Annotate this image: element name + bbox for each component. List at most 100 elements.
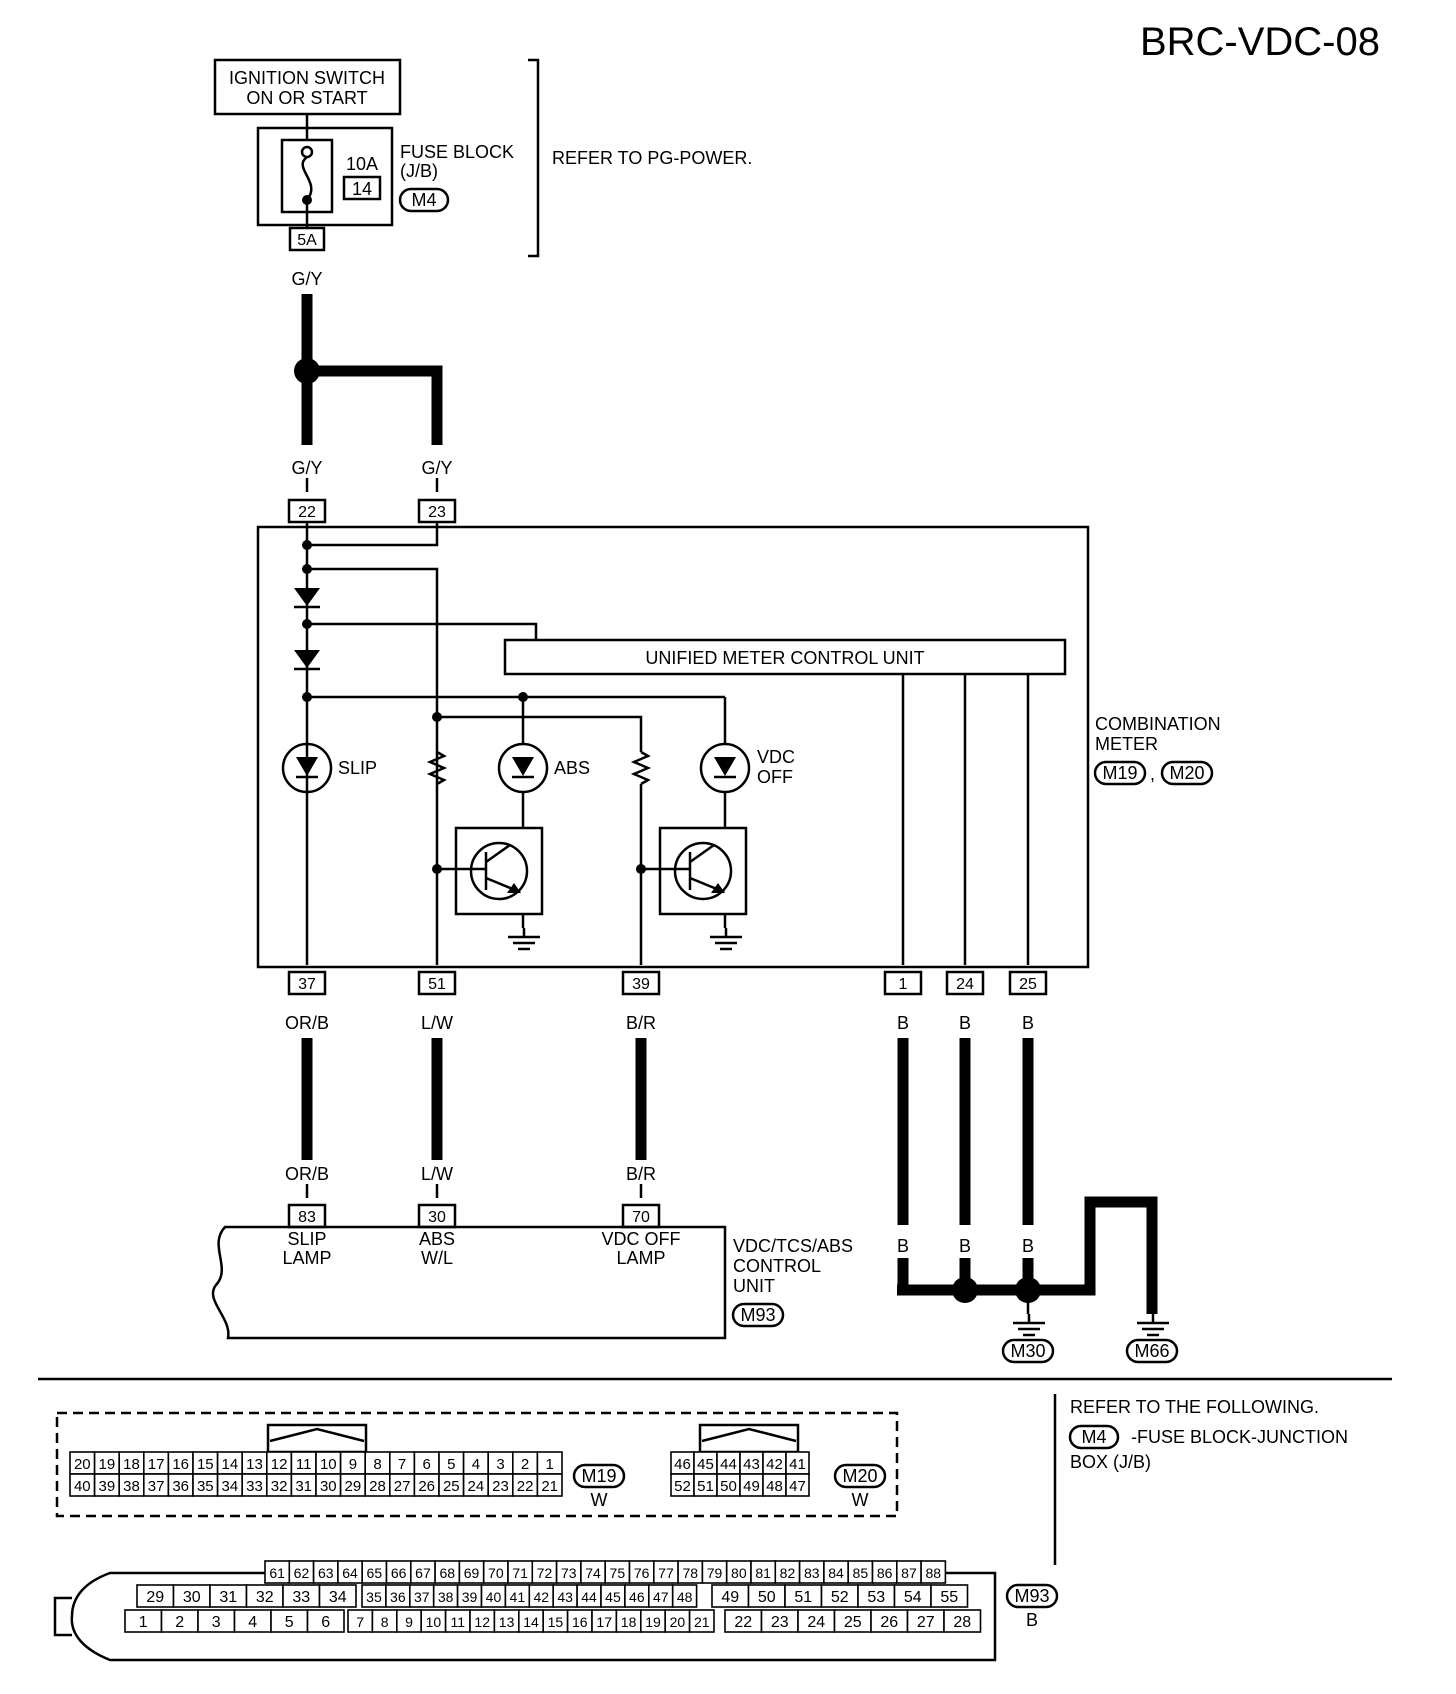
pin-number: 3 — [496, 1456, 504, 1473]
pin-number: 24 — [807, 1614, 825, 1631]
pin-number: 11 — [451, 1614, 466, 1630]
pin-number: 2 — [521, 1456, 529, 1473]
pin-number: 28 — [369, 1478, 386, 1495]
pin-number: 16 — [172, 1456, 189, 1473]
vdc-off-2: LAMP — [616, 1248, 665, 1268]
pin-number: 18 — [621, 1614, 637, 1630]
pin-number: 22 — [734, 1614, 752, 1631]
pin-number: 3 — [212, 1614, 221, 1631]
pin-number: 73 — [561, 1565, 577, 1581]
pin-number: 29 — [345, 1478, 362, 1495]
pin-cell — [688, 1609, 715, 1633]
vdc-unit-name-3: UNIT — [733, 1276, 775, 1296]
pin-number: 36 — [390, 1589, 406, 1605]
pin-number: 76 — [634, 1565, 650, 1581]
pin-number: 40 — [486, 1589, 502, 1605]
m20-badge-label: M20 — [842, 1466, 877, 1486]
m93-badge — [1005, 1583, 1059, 1609]
ignition-label-2: ON OR START — [246, 88, 367, 108]
pin-number: 34 — [329, 1589, 347, 1606]
wire-label-br-top: B/R — [626, 1013, 656, 1033]
lamp-label-abs: ABS — [554, 758, 590, 778]
combination-meter-label-1: COMBINATION — [1095, 714, 1221, 734]
fuse-block-connector-badge — [398, 187, 450, 213]
pin-number: 37 — [148, 1478, 165, 1495]
pin-number: 24 — [468, 1478, 485, 1495]
meter-connector-m20: M20 — [1169, 763, 1204, 783]
terminal-70-label: 70 — [632, 1209, 650, 1226]
pin-number: 45 — [605, 1589, 621, 1605]
terminal-25 — [1008, 970, 1048, 996]
pin-number: 15 — [197, 1456, 214, 1473]
pin-number: 78 — [682, 1565, 698, 1581]
wire-label-orb-top: OR/B — [285, 1013, 329, 1033]
terminal-25-label: 25 — [1019, 976, 1037, 993]
vdc-unit-connector-badge — [731, 1302, 785, 1328]
meter-connector-m19: M19 — [1102, 763, 1137, 783]
refer-bracket — [528, 58, 540, 258]
pin-number: 11 — [296, 1456, 312, 1473]
m19-badge — [572, 1463, 626, 1489]
pin-number: 46 — [629, 1589, 645, 1605]
pin-number: 2 — [175, 1614, 184, 1631]
pin-number: 63 — [318, 1565, 334, 1581]
vdc-off-1: VDC OFF — [602, 1229, 681, 1249]
pin-number: 79 — [707, 1565, 723, 1581]
pin-number: 8 — [373, 1456, 381, 1473]
vdc-abs-1: ABS — [419, 1229, 455, 1249]
pin-number: 82 — [780, 1565, 796, 1581]
terminal-83-label: 83 — [298, 1209, 316, 1226]
m19-badge-label: M19 — [581, 1466, 616, 1486]
lamp-label-vdc-1: VDC — [757, 747, 795, 767]
pin-cell — [785, 1473, 810, 1497]
pin-number: 70 — [488, 1565, 504, 1581]
vdc-slip-1: SLIP — [287, 1229, 326, 1249]
pin-number: 20 — [670, 1614, 686, 1630]
pin-number: 40 — [74, 1478, 91, 1495]
pin-number: 38 — [438, 1589, 454, 1605]
pin-number: 28 — [953, 1614, 971, 1631]
pin-number: 41 — [510, 1589, 526, 1605]
pin-number: 77 — [658, 1565, 674, 1581]
pin-number: 39 — [99, 1478, 116, 1495]
pin-number: 14 — [523, 1614, 539, 1630]
pin-number: 10 — [426, 1614, 442, 1630]
terminal-23-label: 23 — [428, 504, 446, 521]
pin-number: 45 — [697, 1456, 714, 1473]
pin-number: 31 — [295, 1478, 312, 1495]
pin-number: 32 — [256, 1589, 274, 1606]
fuse-number-box — [342, 175, 382, 201]
fuse-amp: 10A — [346, 154, 378, 174]
pin-number: 87 — [901, 1565, 917, 1581]
pin-number: 19 — [645, 1614, 661, 1630]
m20-badge — [833, 1463, 887, 1489]
wire-label-b-25-bottom: B — [1022, 1236, 1034, 1256]
terminal-24 — [945, 970, 985, 996]
pin-number: 21 — [541, 1478, 558, 1495]
wire-label-br-bottom: B/R — [626, 1164, 656, 1184]
pin-number: 33 — [292, 1589, 310, 1606]
pin-number: 37 — [414, 1589, 430, 1605]
pin-number: 44 — [720, 1456, 737, 1473]
refer-following-2: -FUSE BLOCK-JUNCTION — [1131, 1427, 1348, 1447]
m93-badge-label: M93 — [1014, 1586, 1049, 1606]
pin-number: 80 — [731, 1565, 747, 1581]
terminal-37 — [287, 970, 327, 996]
ground-m66-icon — [1135, 1312, 1171, 1337]
pin-number: 4 — [472, 1456, 480, 1473]
pin-cell — [318, 1584, 357, 1608]
connector-m93-shell — [70, 1571, 997, 1662]
ground-m30-icon — [1011, 1312, 1047, 1337]
pin-number: 85 — [853, 1565, 869, 1581]
vdc-unit-connector: M93 — [740, 1305, 775, 1325]
pin-number: 27 — [394, 1478, 411, 1495]
pin-number: 71 — [512, 1565, 528, 1581]
pin-number: 6 — [321, 1614, 330, 1631]
pin-number: 25 — [443, 1478, 460, 1495]
pin-number: 12 — [474, 1614, 490, 1630]
pin-number: 38 — [123, 1478, 140, 1495]
ground-m66-badge — [1125, 1338, 1179, 1364]
